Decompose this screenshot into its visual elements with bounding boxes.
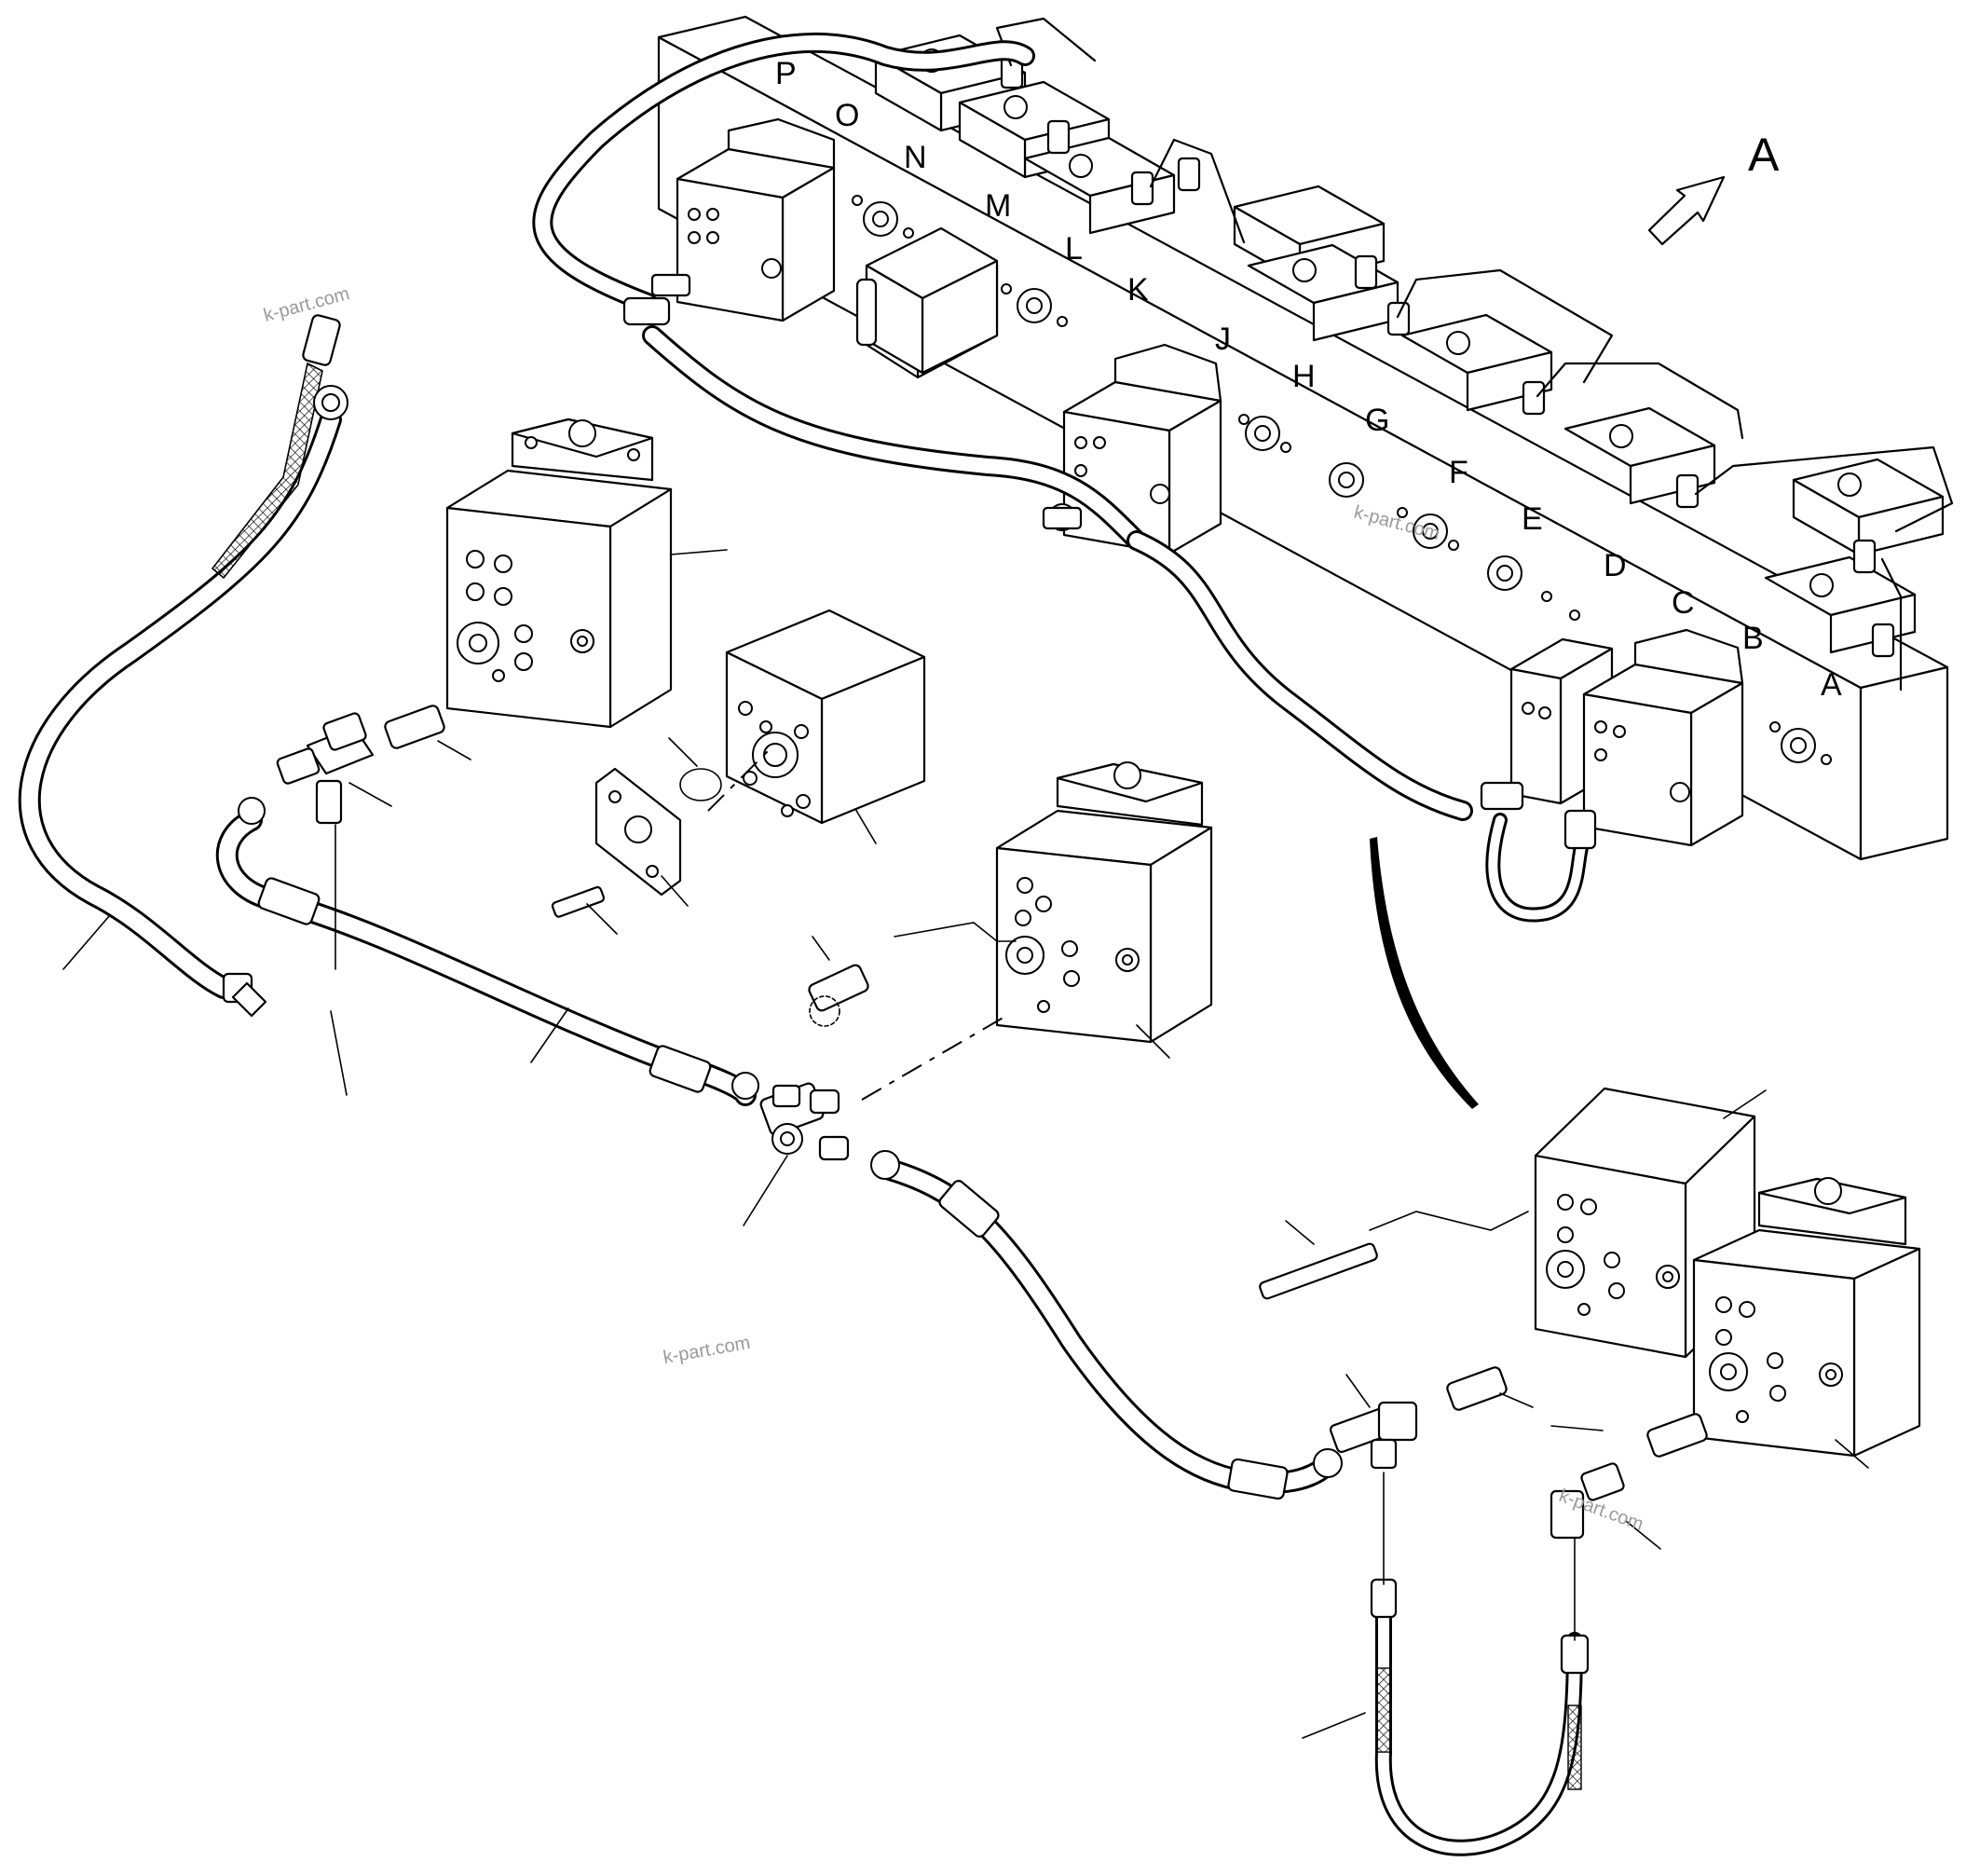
watermark-3: k-part.com (662, 1333, 752, 1368)
left-tee-fittings (62, 705, 788, 1226)
long-left-hose (18, 314, 348, 1018)
view-a-label: A (1748, 129, 1780, 181)
solenoid-valve-2 (808, 761, 1213, 1101)
section-label-e: E (1522, 501, 1543, 537)
view-a-indicator: A (1647, 129, 1780, 246)
section-label-p: P (775, 56, 797, 91)
flow-arrow (1370, 837, 1479, 1109)
bank-hose-fittings (622, 273, 1597, 850)
section-label-m: M (985, 188, 1011, 224)
right-tee-fittings (1302, 1366, 1708, 1739)
cover-block (551, 609, 926, 935)
main-valve-bank: P O N M L K J H G F E D C B A A (657, 15, 1954, 861)
section-label-c: C (1672, 585, 1695, 621)
section-label-h: H (1292, 359, 1316, 394)
right-long-hose (870, 1150, 1343, 1500)
exploded-left (62, 418, 1213, 1226)
section-label-f: F (1449, 455, 1468, 490)
section-label-o: O (835, 98, 859, 133)
section-label-l: L (1065, 231, 1083, 267)
solenoid-valve-1 (445, 418, 728, 729)
section-label-g: G (1365, 403, 1389, 438)
section-label-d: D (1604, 548, 1627, 583)
cross-tee (759, 1082, 850, 1161)
bank-motor (855, 226, 999, 375)
section-label-k: K (1127, 272, 1149, 308)
hoses (18, 33, 1597, 1856)
long-bolt (1259, 1211, 1529, 1300)
bottom-u-hose (1370, 1578, 1590, 1856)
section-label-b: B (1742, 621, 1764, 656)
valve-bank-end-face (1859, 665, 1949, 861)
bank-top-fittings (995, 17, 1954, 692)
section-label-a: A (1821, 667, 1842, 703)
middle-hose (215, 797, 759, 1106)
exploded-right (1259, 837, 1921, 1739)
watermark-1: k-part.com (262, 283, 352, 326)
section-labels: P O N M L K J H G F E D C B A (775, 56, 1842, 703)
bank-hose (532, 33, 1591, 923)
section-label-n: N (904, 140, 927, 175)
solenoid-valve-3 (1692, 1177, 1921, 1469)
valve-bank-ports (852, 195, 1832, 765)
section-label-j: J (1215, 322, 1231, 357)
